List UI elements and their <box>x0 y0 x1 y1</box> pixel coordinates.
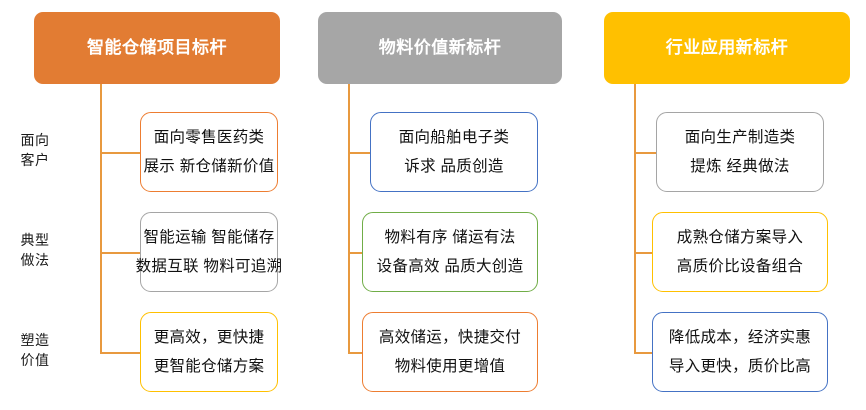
column-header-col2[interactable]: 物料价值新标杆 <box>318 12 562 84</box>
cell-line-2: 数据互联 物料可追溯 <box>135 258 283 275</box>
cell-col3-value[interactable]: 降低成本，经济实惠 导入更快，质价比高 <box>652 312 828 392</box>
cell-line-1: 降低成本，经济实惠 <box>668 328 812 346</box>
row-label-line-2: 做法 <box>20 252 50 269</box>
cell-col2-customer[interactable]: 面向船舶电子类 诉求 品质创造 <box>370 112 538 192</box>
cell-line-1: 面向生产制造类 <box>684 128 796 146</box>
column-header-label: 行业应用新标杆 <box>665 37 789 57</box>
cell-line-2: 高质价比设备组合 <box>676 258 804 275</box>
cell-line-2: 更智能仓储方案 <box>153 358 265 375</box>
cell-col1-value[interactable]: 更高效，更快捷 更智能仓储方案 <box>140 312 278 392</box>
column-header-col1[interactable]: 智能仓储项目标杆 <box>34 12 280 84</box>
cell-line-1: 智能运输 智能储存 <box>143 228 275 246</box>
column-header-col3[interactable]: 行业应用新标杆 <box>604 12 850 84</box>
cell-line-1: 面向零售医药类 <box>153 128 265 146</box>
cell-line-2: 提炼 经典做法 <box>690 158 790 175</box>
row-label-line-2: 价值 <box>20 352 50 369</box>
connector-branch-col3-customer <box>634 152 656 154</box>
cell-col1-customer[interactable]: 面向零售医药类 展示 新仓储新价值 <box>140 112 278 192</box>
cell-col2-value[interactable]: 高效储运，快捷交付 物料使用更增值 <box>362 312 538 392</box>
row-label-practice: 典型 做法 <box>6 230 64 271</box>
row-label-value: 塑造 价值 <box>6 330 64 371</box>
connector-branch-col1-customer <box>100 152 140 154</box>
row-label-line-1: 塑造 <box>20 332 50 348</box>
cell-line-2: 导入更快，质价比高 <box>668 358 812 375</box>
row-label-line-2: 客户 <box>20 152 50 169</box>
cell-line-2: 设备高效 品质大创造 <box>376 258 524 275</box>
column-header-label: 智能仓储项目标杆 <box>87 37 227 57</box>
cell-line-1: 物料有序 储运有法 <box>384 228 516 246</box>
cell-line-2: 物料使用更增值 <box>394 358 506 375</box>
cell-line-2: 诉求 品质创造 <box>404 158 504 175</box>
cell-col2-practice[interactable]: 物料有序 储运有法 设备高效 品质大创造 <box>362 212 538 292</box>
connector-branch-col1-practice <box>100 252 140 254</box>
cell-col3-practice[interactable]: 成熟仓储方案导入 高质价比设备组合 <box>652 212 828 292</box>
connector-vertical-col2 <box>348 84 350 353</box>
connector-branch-col3-value <box>634 352 656 354</box>
cell-line-1: 更高效，更快捷 <box>153 328 265 346</box>
connector-branch-col3-practice <box>634 252 656 254</box>
connector-branch-col2-customer <box>348 152 370 154</box>
row-label-line-1: 典型 <box>20 232 50 248</box>
cell-line-1: 面向船舶电子类 <box>398 128 510 146</box>
connector-branch-col2-value <box>348 352 370 354</box>
cell-line-2: 展示 新仓储新价值 <box>143 158 275 175</box>
connector-vertical-col1 <box>100 84 102 353</box>
connector-branch-col1-value <box>100 352 140 354</box>
cell-col3-customer[interactable]: 面向生产制造类 提炼 经典做法 <box>656 112 824 192</box>
cell-line-1: 高效储运，快捷交付 <box>378 328 522 346</box>
row-label-line-1: 面向 <box>20 132 50 148</box>
connector-vertical-col3 <box>634 84 636 353</box>
cell-col1-practice[interactable]: 智能运输 智能储存 数据互联 物料可追溯 <box>136 212 282 292</box>
cell-line-1: 成熟仓储方案导入 <box>676 228 804 246</box>
column-header-label: 物料价值新标杆 <box>378 37 502 57</box>
connector-branch-col2-practice <box>348 252 370 254</box>
row-label-customer: 面向 客户 <box>6 130 64 171</box>
